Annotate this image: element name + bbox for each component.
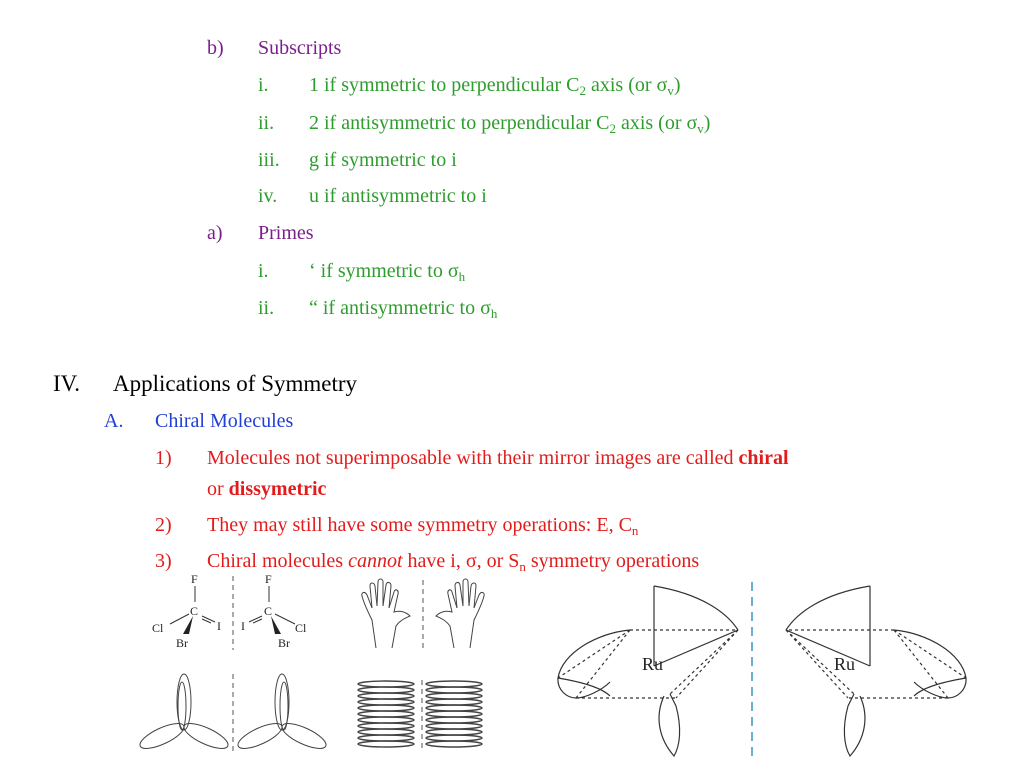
list-text: Molecules not superimposable with their …	[207, 447, 789, 469]
section-number: IV.	[53, 371, 81, 396]
coil-loop	[425, 722, 483, 730]
ruthenium-label: Ru	[642, 654, 663, 674]
coil-loop	[357, 710, 415, 718]
coil-loop	[357, 698, 415, 706]
list-text: g if symmetric to i	[309, 149, 457, 171]
list-text: They may still have some symmetry operat…	[207, 514, 639, 538]
coil-loop	[425, 716, 483, 724]
list-marker: ii.	[258, 112, 275, 134]
list-marker: 1)	[155, 447, 172, 469]
fluorine-label: F	[191, 572, 198, 586]
coil-loop	[425, 704, 483, 712]
list-marker: i.	[258, 260, 269, 282]
carbon-label: C	[190, 604, 198, 618]
iodine-label: I	[217, 619, 221, 633]
helices-figure	[357, 680, 483, 752]
primes-heading: Primes	[258, 222, 314, 244]
propellers-figure	[139, 673, 327, 754]
list-marker: i.	[258, 74, 269, 96]
chlorine-label: Cl	[152, 621, 164, 635]
coil-loop	[425, 686, 483, 694]
coil-loop	[425, 728, 483, 736]
coil-loop	[357, 686, 415, 694]
subsection-title: Chiral Molecules	[155, 410, 294, 432]
enantiomer-molecules-figure: F C Cl Br I F C Cl Br I	[152, 572, 307, 650]
coil-loop	[357, 704, 415, 712]
coil-loop	[357, 716, 415, 724]
coil-loop	[357, 680, 415, 688]
list-text: u if antisymmetric to i	[309, 185, 487, 207]
section-title: Applications of Symmetry	[113, 371, 358, 396]
list-text: 1 if symmetric to perpendicular C2 axis …	[309, 74, 681, 98]
coil-loop	[357, 740, 415, 748]
coil-loop	[425, 734, 483, 742]
list-marker: a)	[207, 222, 223, 244]
coil-loop	[357, 722, 415, 730]
coil-loop	[425, 698, 483, 706]
carbon-label: C	[264, 604, 272, 618]
iodine-label: I	[241, 619, 245, 633]
subsection-number: A.	[104, 410, 124, 432]
chlorine-label: Cl	[295, 621, 307, 635]
coil-loop	[357, 734, 415, 742]
list-marker: iv.	[258, 185, 278, 207]
hands-figure	[361, 578, 485, 650]
list-text: Chiral molecules cannot have i, σ, or Sn…	[207, 550, 700, 574]
list-text: “ if antisymmetric to σh	[309, 297, 498, 321]
list-text: 2 if antisymmetric to perpendicular C2 a…	[309, 112, 711, 136]
list-marker: iii.	[258, 149, 280, 171]
list-marker: 3)	[155, 550, 172, 572]
list-marker: 2)	[155, 514, 172, 536]
coil-loop	[357, 728, 415, 736]
subscripts-heading: Subscripts	[258, 37, 342, 59]
ruthenium-label: Ru	[834, 654, 855, 674]
list-marker: b)	[207, 37, 224, 59]
coil-loop	[425, 740, 483, 748]
bromine-label: Br	[176, 636, 188, 650]
list-marker: ii.	[258, 297, 275, 319]
coil-loop	[425, 680, 483, 688]
list-text: or dissymetric	[207, 478, 327, 500]
coil-loop	[425, 692, 483, 700]
bromine-label: Br	[278, 636, 290, 650]
fluorine-label: F	[265, 572, 272, 586]
list-text: ‘ if symmetric to σh	[309, 260, 466, 284]
coil-loop	[357, 692, 415, 700]
ru-complex-figure: Ru Ru	[557, 582, 967, 758]
coil-loop	[425, 710, 483, 718]
